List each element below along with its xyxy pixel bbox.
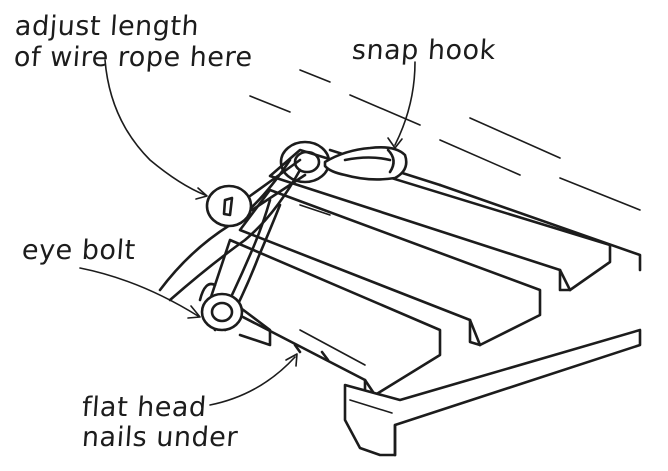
far-deck-boards — [249, 69, 642, 272]
label-adjust-line1: adjust length — [13, 11, 201, 42]
label-nails-line1: flat head — [80, 392, 208, 423]
support-beam — [228, 298, 642, 457]
eye-bolt — [198, 282, 244, 332]
snap-hook — [323, 146, 408, 181]
label-adjust-line2: of wire rope here — [12, 42, 254, 73]
label-nails-line2: nails under — [80, 422, 239, 453]
deck-board-middle — [238, 188, 542, 347]
deck-board-right — [268, 148, 612, 292]
nail-marks — [293, 343, 330, 362]
label-eye-bolt: eye bolt — [20, 235, 137, 266]
label-snap-hook: snap hook — [350, 35, 497, 66]
adjuster-plate — [205, 158, 307, 228]
leader-arrows — [79, 59, 416, 406]
